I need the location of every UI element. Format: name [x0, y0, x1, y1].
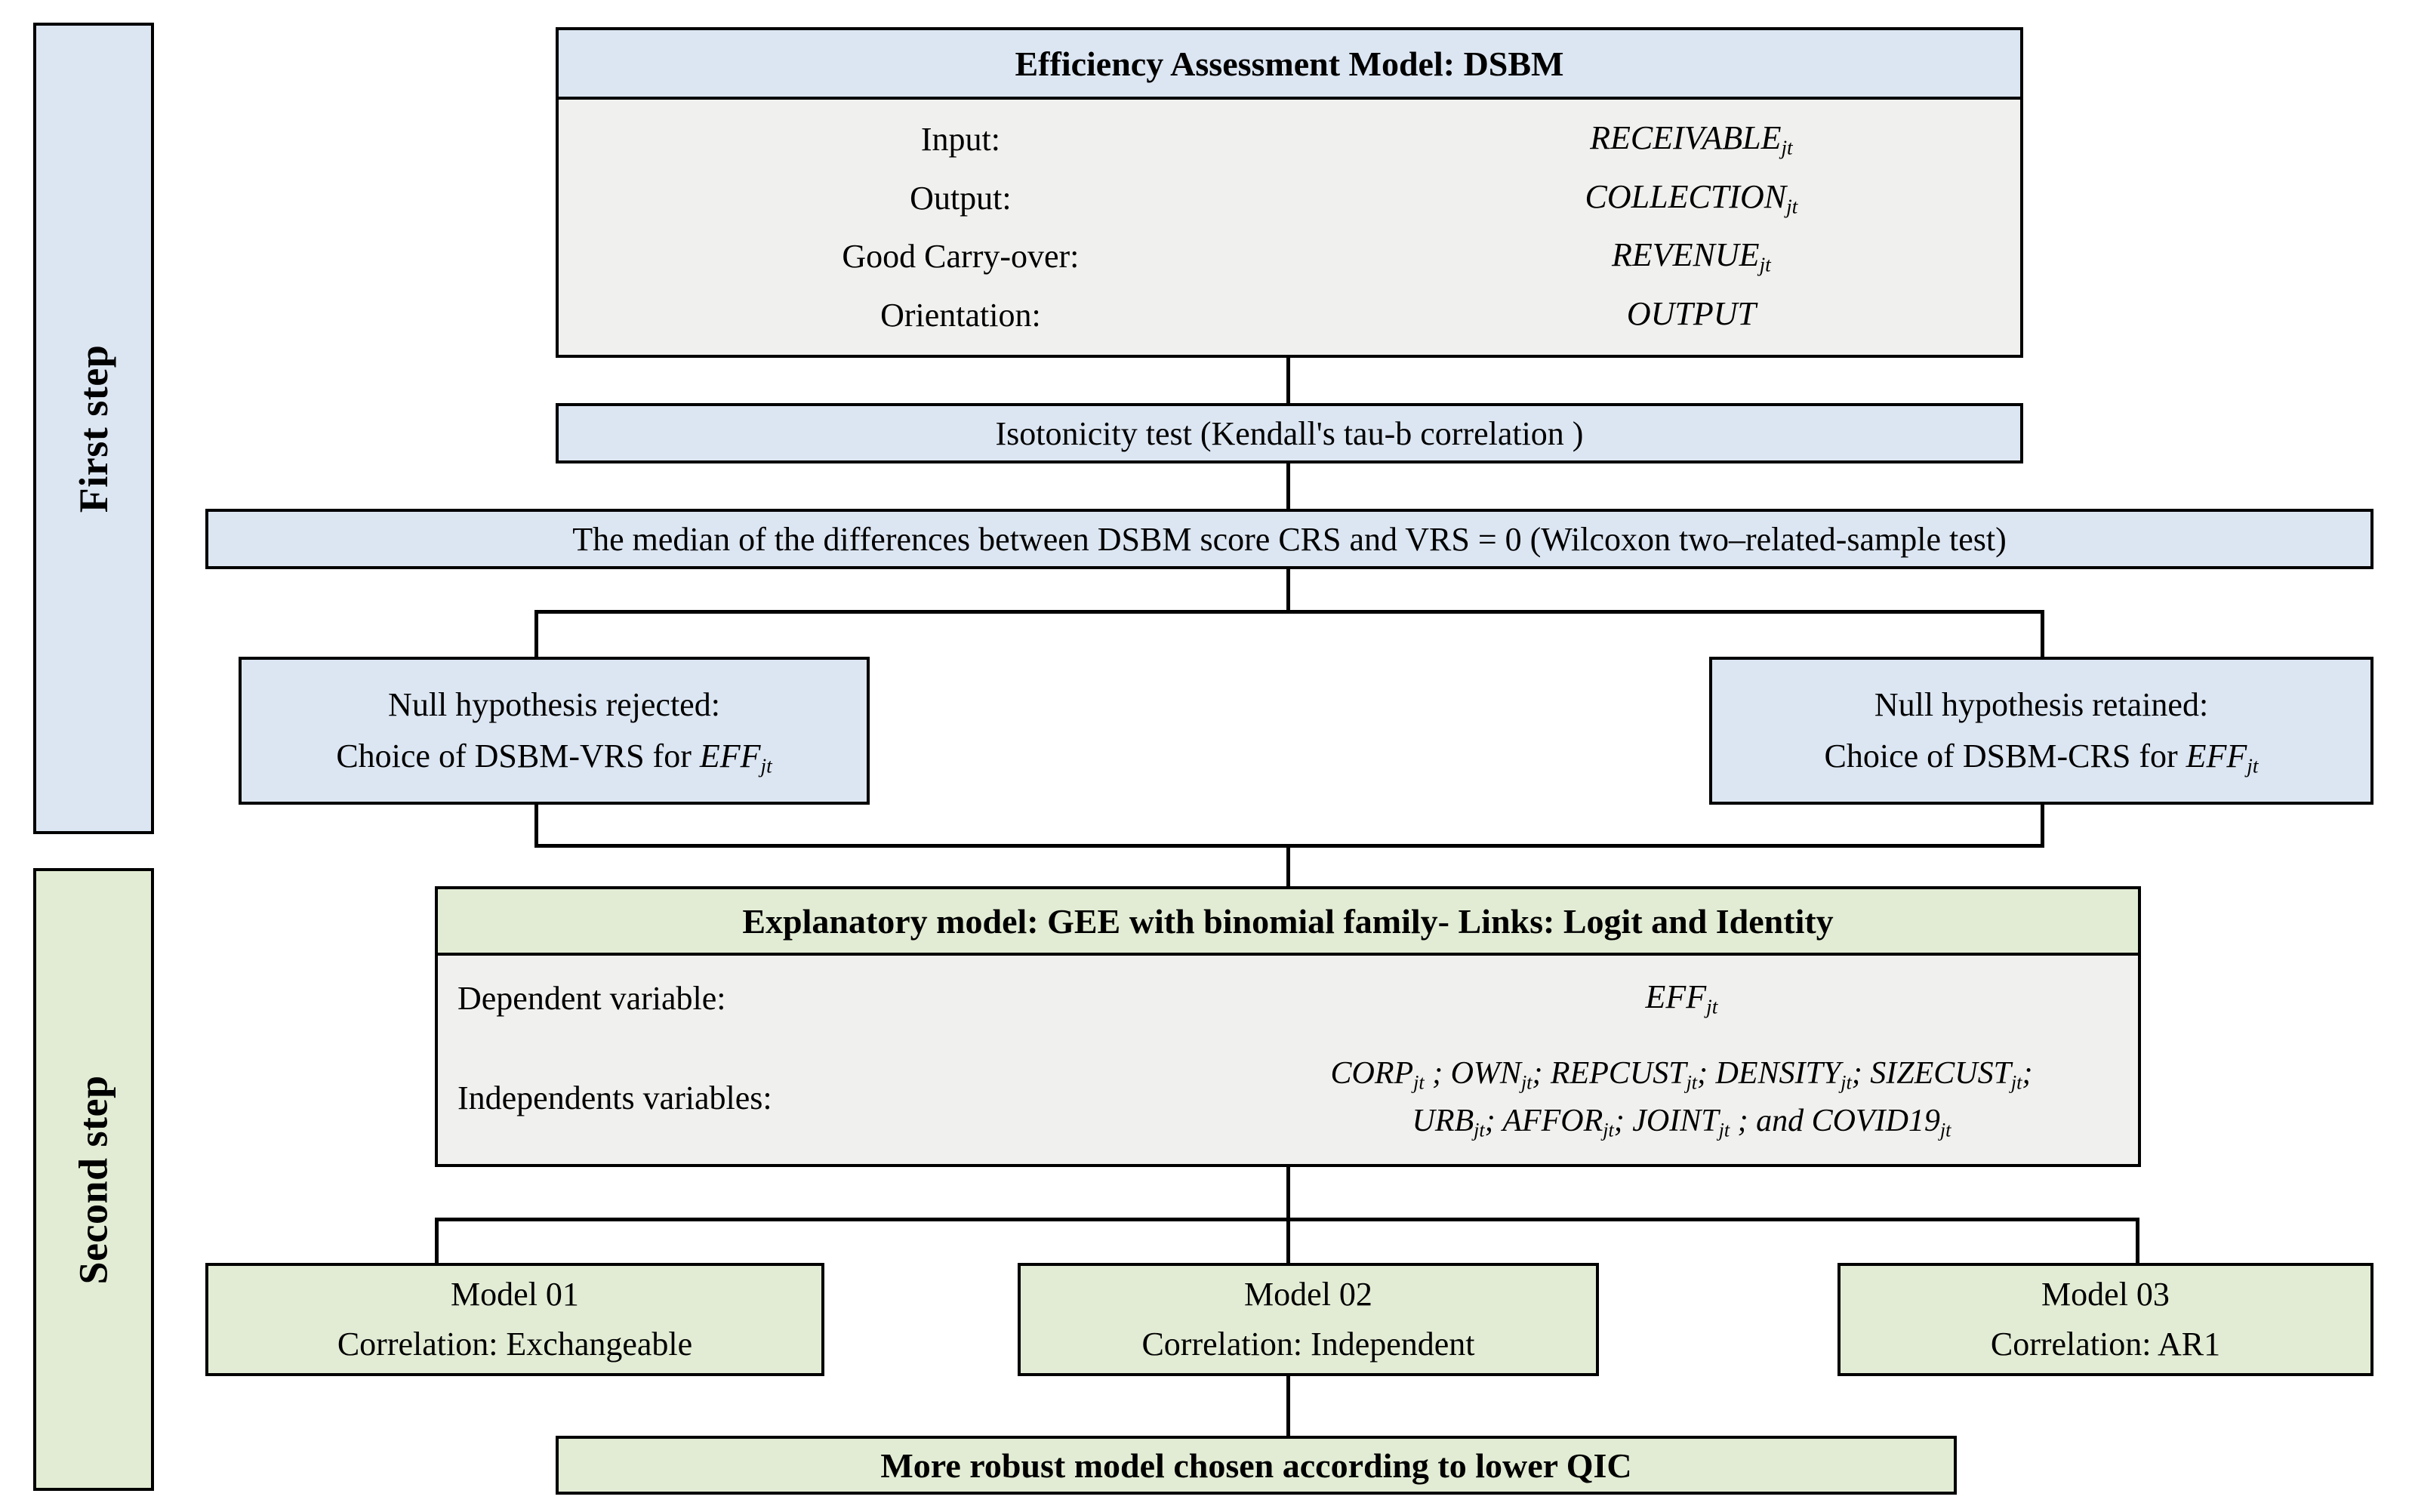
step-band-second-label: Second step: [71, 1074, 116, 1285]
connector-merge-right-down: [2041, 802, 2044, 848]
gee-independents-label: Independents variables:: [457, 1079, 772, 1116]
step-band-first-label: First step: [71, 344, 117, 513]
isotonicity-test-label: Isotonicity test (Kendall's tau-b correl…: [995, 414, 1584, 452]
hypothesis-rejected-line2: Choice of DSBM-VRS for EFFjt: [336, 738, 772, 778]
dsbm-model-rows: Input: RECEIVABLEjt Output: COLLECTIONjt…: [559, 100, 2020, 355]
gee-model-title: Explanatory model: GEE with binomial fam…: [438, 889, 2138, 956]
hypothesis-retained-box: Null hypothesis retained: Choice of DSBM…: [1709, 657, 2373, 805]
gee-independents-line1: CORPjt ; OWNjt; REPCUSTjt; DENSITYjt; SI…: [1330, 1056, 2033, 1094]
connector-model2-down: [1286, 1218, 1290, 1263]
model-01-title: Model 01: [451, 1276, 579, 1313]
table-row: Good Carry-over: REVENUEjt: [559, 236, 2020, 277]
connector-model1-down: [435, 1218, 439, 1263]
model-03-correlation: Correlation: AR1: [1990, 1326, 2221, 1363]
connector-merge-to-gee: [1286, 844, 1290, 886]
table-row: Input: RECEIVABLEjt: [559, 119, 2020, 160]
model-02-title: Model 02: [1244, 1276, 1372, 1313]
connector-dsbm-to-isotonicity: [1286, 355, 1290, 403]
table-row: Orientation: OUTPUT: [559, 294, 2020, 336]
model-03-title: Model 03: [2041, 1276, 2170, 1313]
dsbm-row-label: Good Carry-over:: [842, 238, 1080, 276]
connector-split-left-down: [534, 610, 538, 658]
qic-selection-box: More robust model chosen according to lo…: [556, 1436, 1957, 1495]
qic-selection-label: More robust model chosen according to lo…: [880, 1446, 1632, 1485]
median-difference-label: The median of the differences between DS…: [572, 520, 2007, 558]
table-row: Dependent variable: EFFjt: [438, 978, 2177, 1019]
gee-independents-line2: URBjt; AFFORjt; JOINTjt ; and COVID19jt: [1412, 1104, 1951, 1141]
median-difference-box: The median of the differences between DS…: [205, 509, 2373, 569]
step-band-first: First step: [33, 23, 154, 834]
step-band-second: Second step: [33, 868, 154, 1491]
connector-gee-stub: [1286, 1166, 1290, 1221]
isotonicity-test-box: Isotonicity test (Kendall's tau-b correl…: [556, 403, 2023, 463]
connector-split-right-down: [2041, 610, 2044, 658]
table-row: Output: COLLECTIONjt: [559, 177, 2020, 219]
connector-isotonicity-to-median: [1286, 462, 1290, 509]
hypothesis-rejected-box: Null hypothesis rejected: Choice of DSBM…: [239, 657, 870, 805]
model-02-correlation: Correlation: Independent: [1141, 1326, 1475, 1363]
gee-dependent-value: EFFjt: [1645, 978, 1718, 1018]
connector-median-stub: [1286, 568, 1290, 613]
model-box-03: Model 03 Correlation: AR1: [1837, 1263, 2373, 1376]
dsbm-row-label: Output:: [910, 179, 1012, 217]
hypothesis-rejected-line1: Null hypothesis rejected:: [388, 685, 720, 723]
dsbm-row-label: Orientation:: [880, 296, 1041, 334]
hypothesis-retained-line1: Null hypothesis retained:: [1874, 685, 2209, 723]
dsbm-row-value: RECEIVABLEjt: [1590, 119, 1793, 160]
model-box-01: Model 01 Correlation: Exchangeable: [205, 1263, 824, 1376]
hypothesis-rejected-text: Null hypothesis rejected: Choice of DSBM…: [242, 679, 867, 782]
dsbm-model-box: Efficiency Assessment Model: DSBM Input:…: [556, 27, 2023, 358]
dsbm-row-value: COLLECTIONjt: [1585, 177, 1798, 218]
gee-dependent-label: Dependent variable:: [457, 979, 726, 1017]
gee-model-box: Explanatory model: GEE with binomial fam…: [435, 886, 2141, 1167]
connector-model2-to-qic: [1286, 1375, 1290, 1436]
connector-split-horizontal: [534, 610, 2044, 614]
dsbm-row-label: Input:: [920, 121, 1000, 159]
gee-independents-value: CORPjt ; OWNjt; REPCUSTjt; DENSITYjt; SI…: [1206, 1050, 2158, 1145]
connector-model3-down: [2136, 1218, 2139, 1263]
dsbm-model-title: Efficiency Assessment Model: DSBM: [559, 30, 2020, 100]
gee-model-rows: Dependent variable: EFFjt Independents v…: [438, 956, 2138, 1167]
hypothesis-retained-line2: Choice of DSBM-CRS for EFFjt: [1824, 738, 2259, 778]
dsbm-row-value: OUTPUT: [1626, 294, 1756, 332]
dsbm-row-value: REVENUEjt: [1612, 236, 1771, 277]
model-box-02: Model 02 Correlation: Independent: [1018, 1263, 1599, 1376]
connector-merge-left-down: [534, 802, 538, 848]
model-01-correlation: Correlation: Exchangeable: [337, 1326, 693, 1363]
table-row: Independents variables: CORPjt ; OWNjt; …: [438, 1050, 2177, 1145]
hypothesis-retained-text: Null hypothesis retained: Choice of DSBM…: [1712, 679, 2370, 782]
